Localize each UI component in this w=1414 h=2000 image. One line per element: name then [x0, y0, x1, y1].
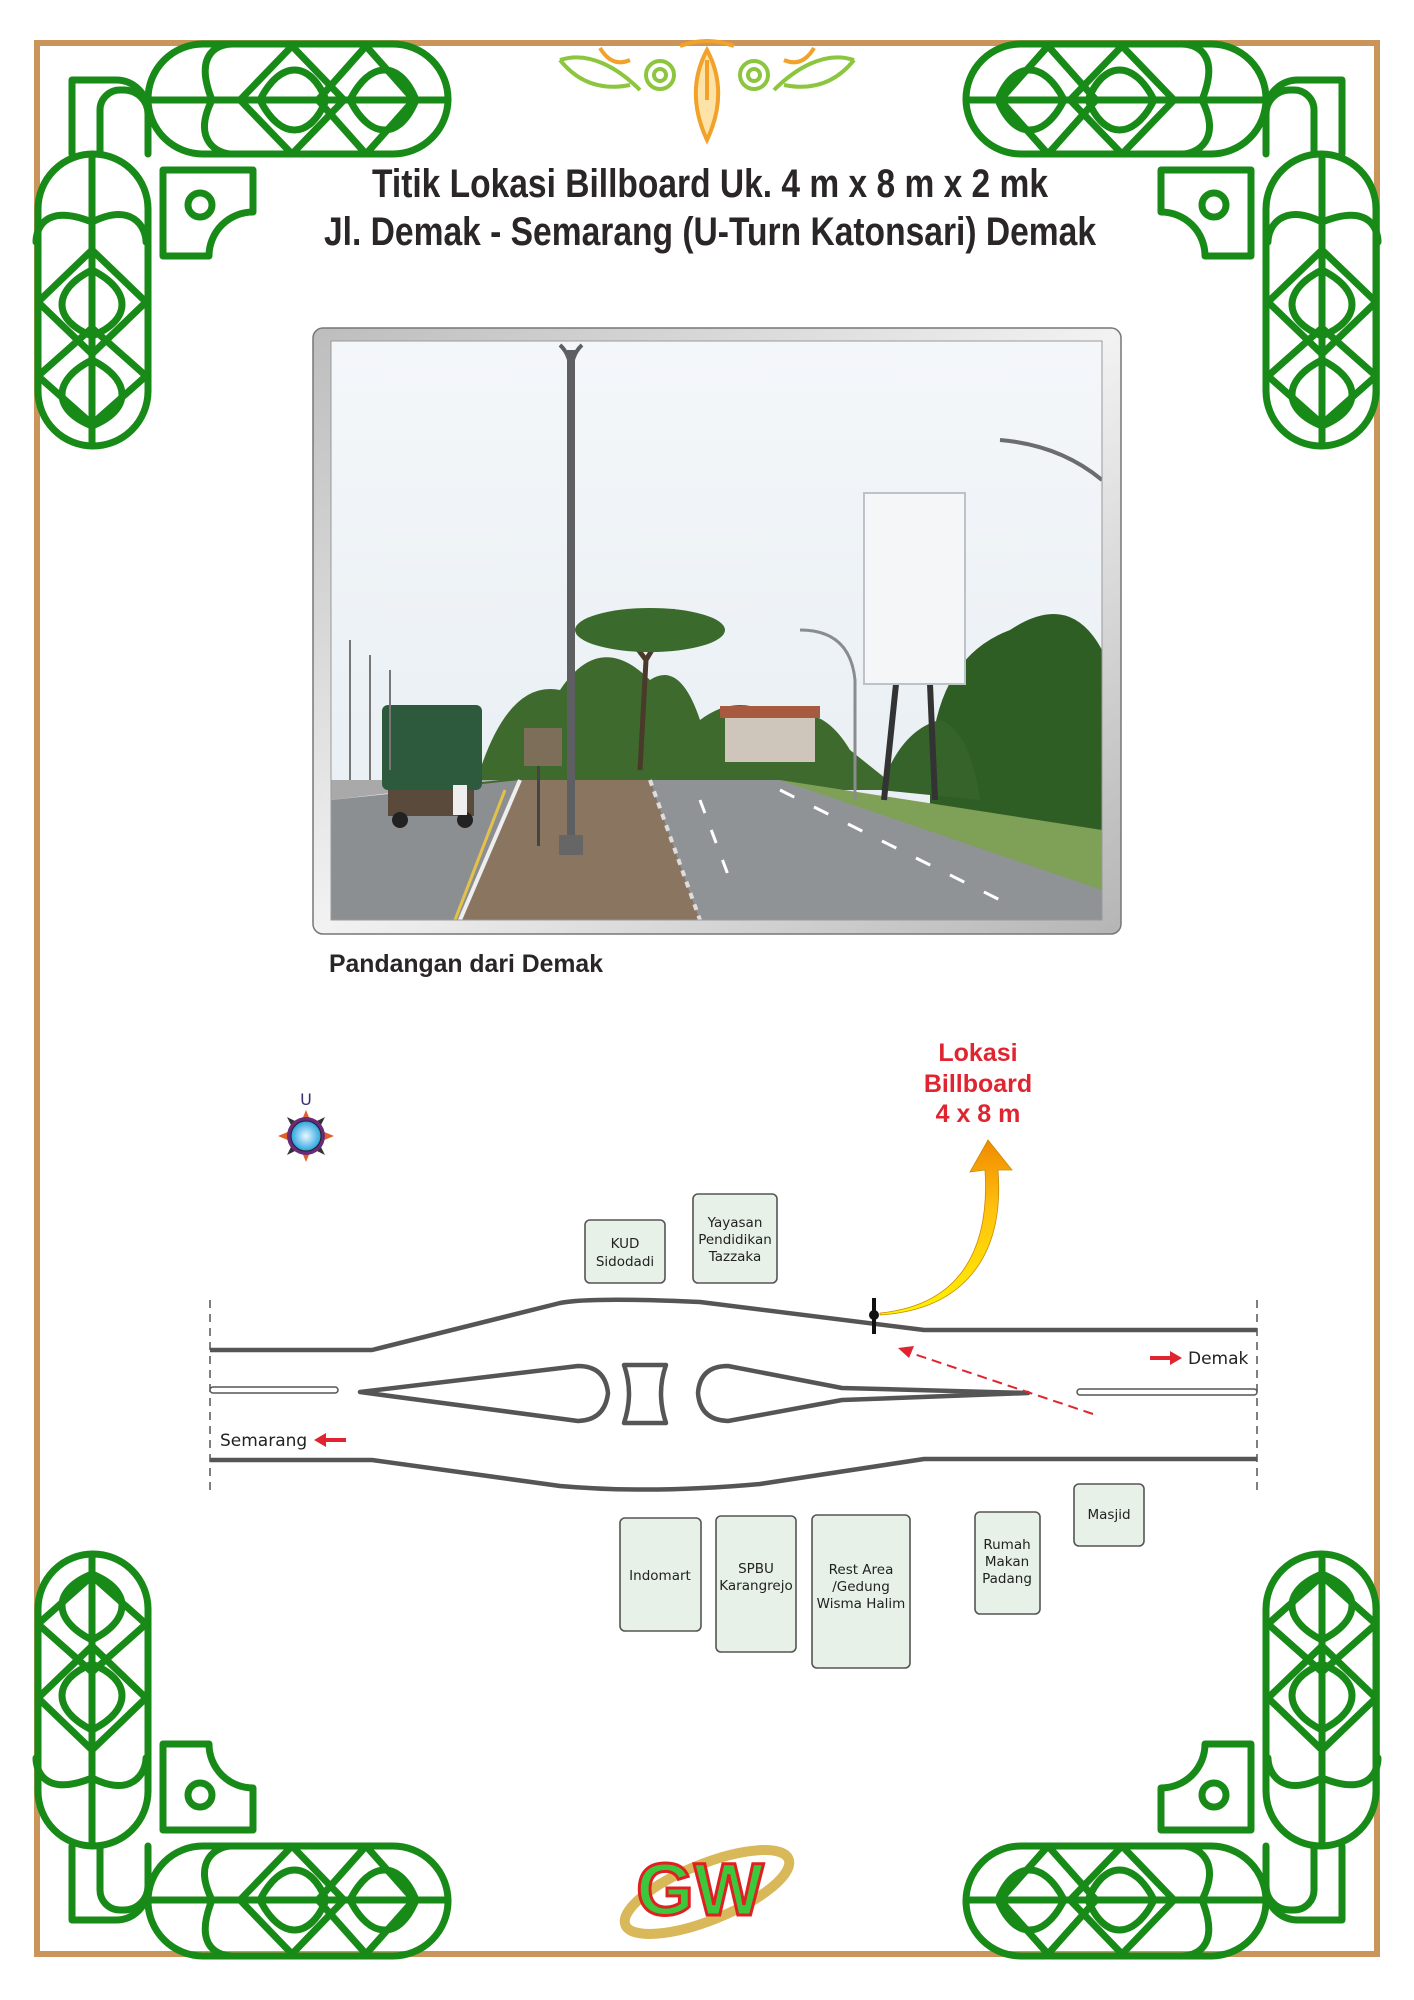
billboard-label-line-3: 4 x 8 m	[936, 1100, 1021, 1128]
location-map: U Lokasi Billboard 4 x 8 m	[209, 1039, 1258, 1669]
u-turn-opening	[621, 1362, 669, 1426]
billboard-label-line-2: Billboard	[924, 1070, 1032, 1098]
landmark-rest-area: Rest Area /Gedung Wisma Halim	[811, 1514, 911, 1669]
road-edge-south	[210, 1456, 1257, 1492]
company-logo: GW	[619, 1845, 795, 1939]
landmark-masjid: Masjid	[1073, 1483, 1145, 1547]
svg-text:Sidodadi: Sidodadi	[596, 1254, 654, 1270]
location-photo	[312, 327, 1122, 935]
road-edge-north	[210, 1297, 1257, 1353]
view-direction-arrow	[898, 1346, 1094, 1415]
landmark-indomart: Indomart	[619, 1517, 702, 1632]
svg-text:/Gedung: /Gedung	[832, 1579, 890, 1595]
title-line-2: Jl. Demak - Semarang (U-Turn Katonsari) …	[324, 210, 1097, 254]
svg-text:Rumah: Rumah	[983, 1537, 1030, 1553]
landmark-kud-sidodadi: KUD Sidodadi	[584, 1219, 666, 1284]
svg-text:Karangrejo: Karangrejo	[719, 1578, 792, 1594]
svg-text:Rest Area: Rest Area	[829, 1562, 894, 1578]
title-line-1: Titik Lokasi Billboard Uk. 4 m x 8 m x 2…	[372, 162, 1049, 206]
svg-text:Makan: Makan	[985, 1554, 1029, 1570]
logo-mark: GW	[636, 1848, 764, 1931]
svg-text:Tazzaka: Tazzaka	[708, 1249, 762, 1265]
photo-caption: Pandangan dari Demak	[329, 950, 603, 978]
landmark-rumah-makan-padang: Rumah Makan Padang	[974, 1511, 1041, 1615]
landmark-spbu-karangrejo: SPBU Karangrejo	[715, 1515, 797, 1653]
top-center-ornament	[558, 39, 856, 145]
median-island-east	[695, 1363, 1031, 1424]
svg-text:Yayasan: Yayasan	[707, 1215, 763, 1231]
billboard-marker-icon	[869, 1298, 879, 1334]
svg-text:SPBU: SPBU	[738, 1561, 774, 1577]
svg-text:Pendidikan: Pendidikan	[698, 1232, 772, 1248]
direction-semarang: Semarang	[220, 1431, 307, 1451]
billboard-panel	[863, 492, 966, 685]
svg-text:Indomart: Indomart	[629, 1568, 691, 1584]
svg-text:Padang: Padang	[982, 1571, 1032, 1587]
direction-demak: Demak	[1188, 1349, 1249, 1369]
compass-north-label: U	[300, 1090, 312, 1109]
svg-text:KUD: KUD	[611, 1236, 640, 1252]
svg-text:Masjid: Masjid	[1087, 1507, 1130, 1523]
billboard-pointer-arrow	[879, 1139, 1013, 1316]
compass-icon: U	[278, 1090, 334, 1162]
corner-ornament-bottom-left	[36, 1554, 448, 1956]
landmark-yayasan-tazzaka: Yayasan Pendidikan Tazzaka	[692, 1193, 778, 1284]
billboard-label-line-1: Lokasi	[938, 1039, 1017, 1067]
median-island-west	[357, 1363, 611, 1424]
svg-text:Wisma Halim: Wisma Halim	[817, 1596, 906, 1612]
